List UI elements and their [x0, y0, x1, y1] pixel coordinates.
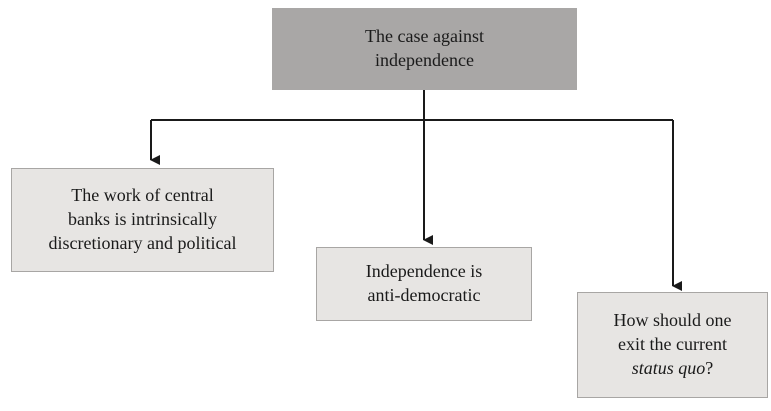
child-node-discretionary-label: The work of central banks is intrinsical… [48, 185, 237, 253]
child-node-anti-democratic: Independence is anti-democratic [316, 247, 532, 321]
child-node-exit-status-quo-label: How should one exit the current status q… [613, 310, 732, 378]
child-node-discretionary: The work of central banks is intrinsical… [11, 168, 274, 272]
status-quo-italic: status quo [631, 357, 706, 378]
child-node-exit-status-quo: How should one exit the current status q… [577, 292, 768, 398]
child-node-anti-democratic-label: Independence is anti-democratic [365, 261, 483, 305]
root-node: The case against independence [272, 8, 577, 90]
root-node-label: The case against independence [365, 26, 484, 70]
